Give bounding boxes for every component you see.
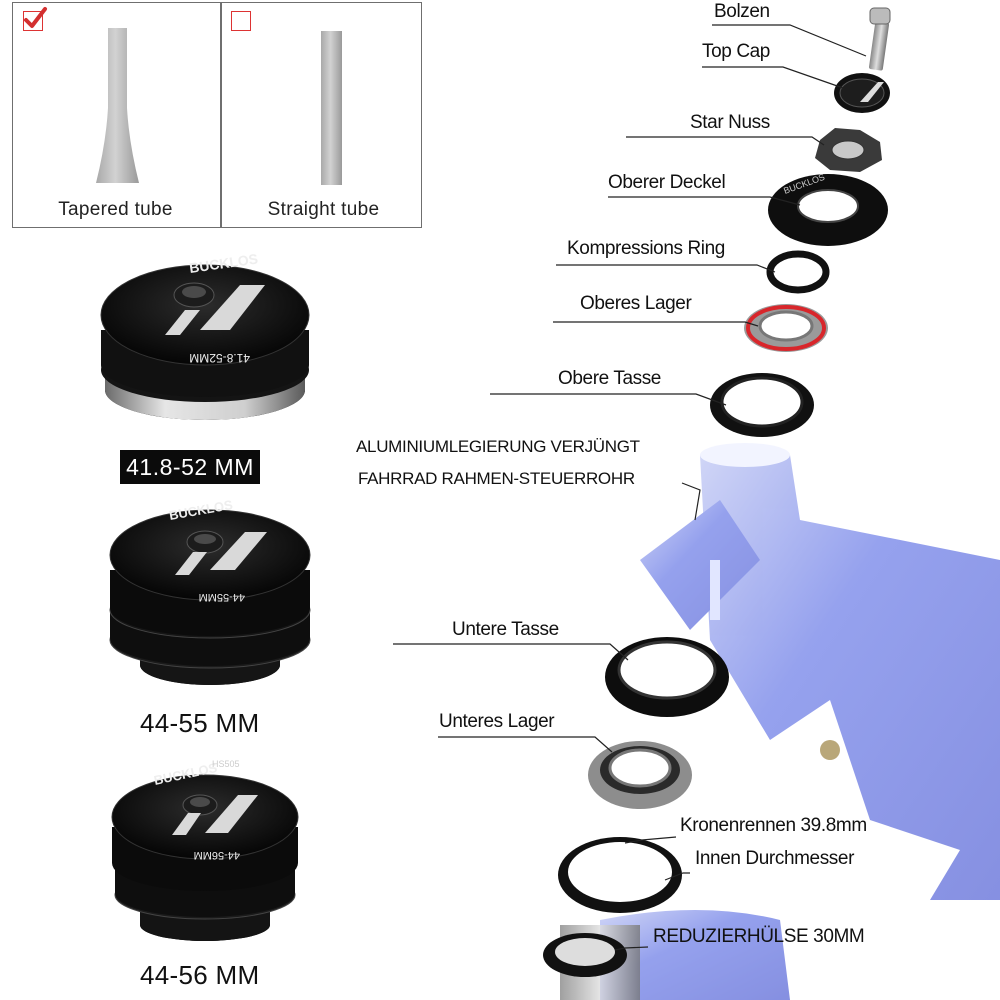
label-lower-bearing: Unteres Lager [439,711,555,732]
headset-size-text: 44-56MM [194,849,240,861]
headset-44-55-image: BUCKLOS 44-55MM [109,497,311,685]
reducer-sleeve-part [543,925,640,1000]
tapered-tube-option[interactable]: Tapered tube [13,3,218,227]
label-upper-cup: Obere Tasse [558,368,661,389]
star-nut-part [815,128,882,172]
label-upper-cover: Oberer Deckel [608,172,726,193]
lower-cup-part [605,637,729,717]
bike-frame-image [600,443,1000,1000]
label-upper-bearing: Oberes Lager [580,293,692,314]
lower-bearing-part [588,741,692,809]
checkmark-icon [24,7,47,28]
label-star-nut: Star Nuss [690,112,770,133]
headset-44-56-image: BUCKLOS HS505 44-56MM [111,759,299,941]
upper-cover-brand-text: BUCKLOS [782,172,826,196]
headset-41-8-52-image: BUCKLOS 41.8-52MM [100,250,310,420]
headset-size-text: 41.8-52MM [189,351,250,365]
label-reducer-sleeve: REDUZIERHÜLSE 30MM [653,926,865,947]
label-frame-line1: ALUMINIUMLEGIERUNG VERJÜNGT [356,437,640,456]
upper-cup-part [710,373,814,437]
top-cap-part [834,73,890,113]
label-bolt: Bolzen [714,1,770,22]
straight-tube-label: Straight tube [267,199,380,220]
label-lower-cup: Untere Tasse [452,619,559,640]
compression-ring-part [766,250,830,294]
straight-tube-checkbox[interactable] [231,11,251,31]
bolt-part [868,7,891,71]
size-label-44-55: 44-55 MM [140,708,260,738]
selector-divider [220,3,222,227]
upper-cover-part: BUCKLOS [768,172,888,246]
label-crown-race: Kronenrennen 39.8mm [680,815,867,836]
tapered-tube-image [96,28,139,183]
crown-race-part [558,837,682,913]
straight-tube-image [321,31,342,185]
upper-bearing-part [744,304,828,352]
label-frame-line2: FAHRRAD RAHMEN-STEUERROHR [358,469,635,488]
tube-type-selector: Tapered tube Straight tube [12,2,422,228]
tapered-tube-checkbox[interactable] [23,7,47,31]
straight-tube-option[interactable]: Straight tube [221,3,426,227]
label-top-cap: Top Cap [702,41,770,62]
size-badge-41-8-52: 41.8-52 MM [120,450,260,484]
headset-size-text: 44-55MM [199,591,245,603]
label-compression-ring: Kompressions Ring [567,238,725,259]
tapered-tube-label: Tapered tube [58,199,173,220]
label-crown-race-diameter: Innen Durchmesser [695,848,854,869]
size-label-44-56: 44-56 MM [140,960,260,990]
headset-model-text: HS505 [212,759,240,769]
